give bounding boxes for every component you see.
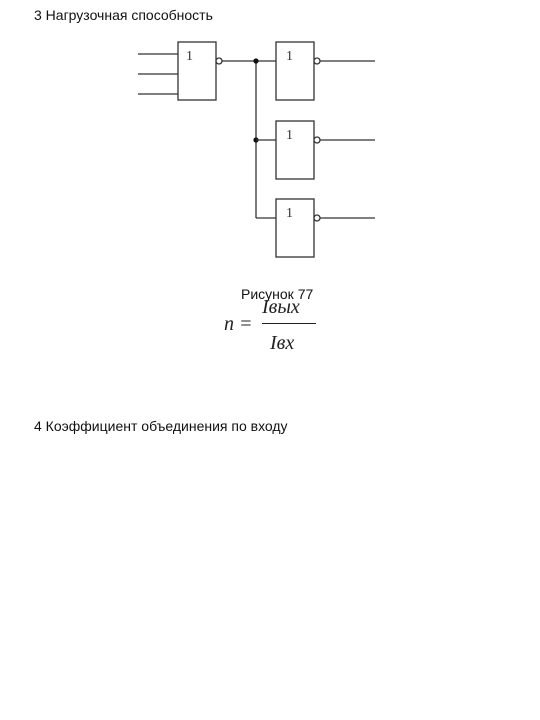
- logic-fanout-diagram: 1 1 1 1: [138, 41, 375, 258]
- formula-numerator: Iвых: [262, 296, 300, 318]
- load-gate-2-label: 1: [286, 128, 293, 143]
- load-gate-1-label: 1: [286, 49, 293, 64]
- driver-gate: [177, 41, 217, 101]
- section-heading-load-capacity: 3 Нагрузочная способность: [34, 7, 213, 23]
- formula-fraction-bar: [262, 323, 316, 324]
- load-gate-3-label: 1: [286, 206, 293, 221]
- load-gate-3-bubble: [313, 214, 321, 222]
- driver-gate-label: 1: [186, 49, 193, 64]
- figure-caption: Рисунок 77: [241, 286, 314, 302]
- load-gate-1-bubble: [313, 57, 321, 65]
- load-gate-2: [275, 120, 315, 180]
- formula-denominator: Iвх: [270, 332, 295, 354]
- driver-inversion-bubble: [215, 57, 223, 65]
- junction-dot-1: [253, 58, 259, 64]
- load-gate-2-bubble: [313, 136, 321, 144]
- load-gate-1: [275, 41, 315, 101]
- formula-lhs: n =: [224, 313, 253, 335]
- load-gate-3: [275, 198, 315, 258]
- fanout-formula: n = Iвых Iвх: [224, 296, 324, 356]
- section-heading-fan-in: 4 Коэффициент объединения по входу: [34, 418, 288, 434]
